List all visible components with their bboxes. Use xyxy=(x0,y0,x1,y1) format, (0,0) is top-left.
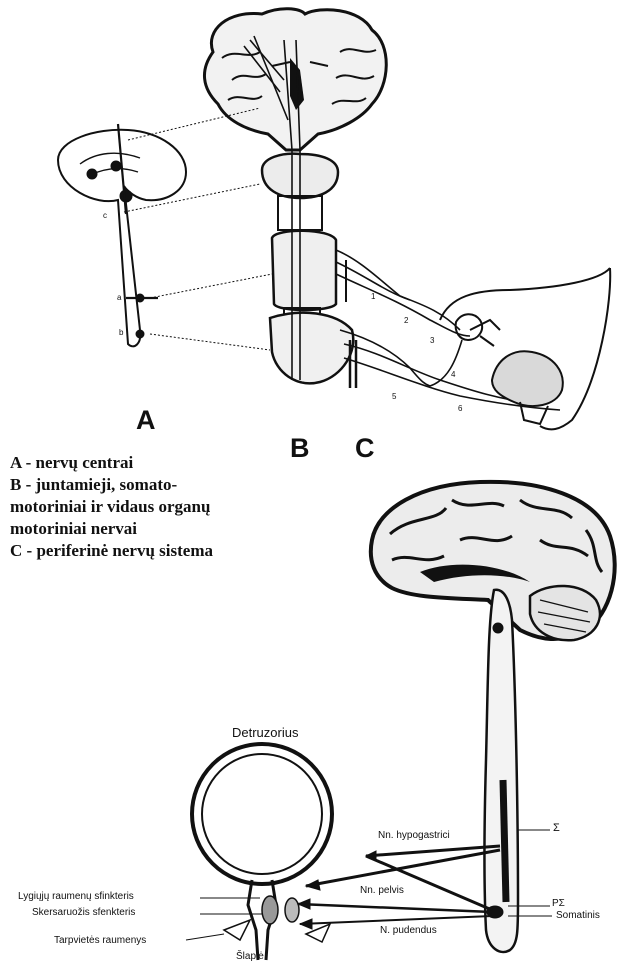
letter-a-marker: a xyxy=(117,293,121,302)
sigma-label: Σ xyxy=(553,822,560,834)
urethra-label: Šlaplė xyxy=(236,951,264,962)
sagittal-brain-sketch xyxy=(58,108,272,350)
legend-line-4: motoriniai nervai xyxy=(10,518,213,540)
pelvic-nerves-label: Nn. pelvis xyxy=(360,885,404,896)
legend-line-5: C - periferinė nervų sistema xyxy=(10,540,213,562)
letter-b-marker: b xyxy=(119,328,123,337)
legend-line-2: B - juntamieji, somato- xyxy=(10,474,213,496)
nerve-number-6: 6 xyxy=(458,404,462,413)
label-b: B xyxy=(290,433,310,464)
legend-line-1: A - nervų centrai xyxy=(10,452,213,474)
spinal-cord-long xyxy=(485,590,519,952)
somatic-label: Somatinis xyxy=(556,910,600,921)
striated-sphincter-label: Skersaruožis sfenkteris xyxy=(32,907,135,918)
perineal-muscles-label: Tarpvietės raumenys xyxy=(54,935,146,946)
p-sigma-label: PΣ xyxy=(552,898,565,909)
nerve-number-1: 1 xyxy=(371,292,375,301)
legend: A - nervų centrai B - juntamieji, somato… xyxy=(10,452,213,562)
pudendal-nerve-label: N. pudendus xyxy=(380,925,437,936)
detrusor-label: Detruzorius xyxy=(232,725,298,740)
nerve-number-2: 2 xyxy=(404,316,408,325)
smooth-sphincter-label: Lygiųjų raumenų sfinkteris xyxy=(18,891,134,902)
hypogastric-label: Nn. hypogastrici xyxy=(378,830,450,841)
nerve-number-5: 5 xyxy=(392,392,396,401)
label-a: A xyxy=(136,405,156,436)
letter-c-marker: c xyxy=(103,211,107,220)
brain-coronal-section xyxy=(204,9,386,150)
label-c: C xyxy=(355,433,375,464)
legend-line-3: motoriniai ir vidaus organų xyxy=(10,496,213,518)
nerve-number-4: 4 xyxy=(451,370,455,379)
nerve-number-3: 3 xyxy=(430,336,434,345)
pelvic-organs-outline xyxy=(440,268,610,429)
